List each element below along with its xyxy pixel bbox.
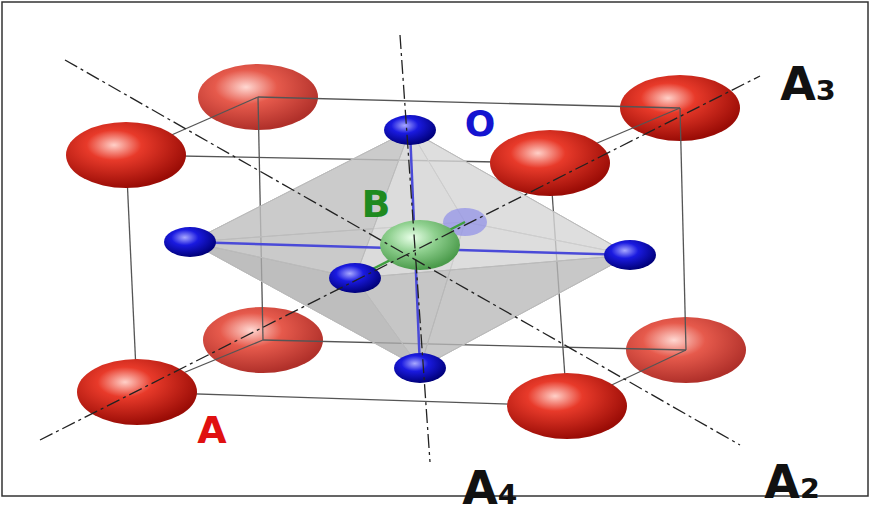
- axis-label: A₃: [778, 61, 838, 107]
- front-a-atoms: [66, 122, 627, 439]
- o-atoms: [164, 115, 656, 383]
- cube-edges: [126, 97, 686, 406]
- axis-label: A₂: [762, 459, 822, 505]
- atom-label: A: [195, 411, 228, 449]
- axis-label: A₄: [460, 465, 520, 511]
- octahedron: [190, 130, 630, 368]
- frame: [2, 2, 868, 496]
- symmetry-axes: [40, 35, 760, 462]
- atom-label: O: [463, 106, 498, 142]
- bonds: [190, 130, 630, 368]
- atom-label: B: [360, 185, 393, 223]
